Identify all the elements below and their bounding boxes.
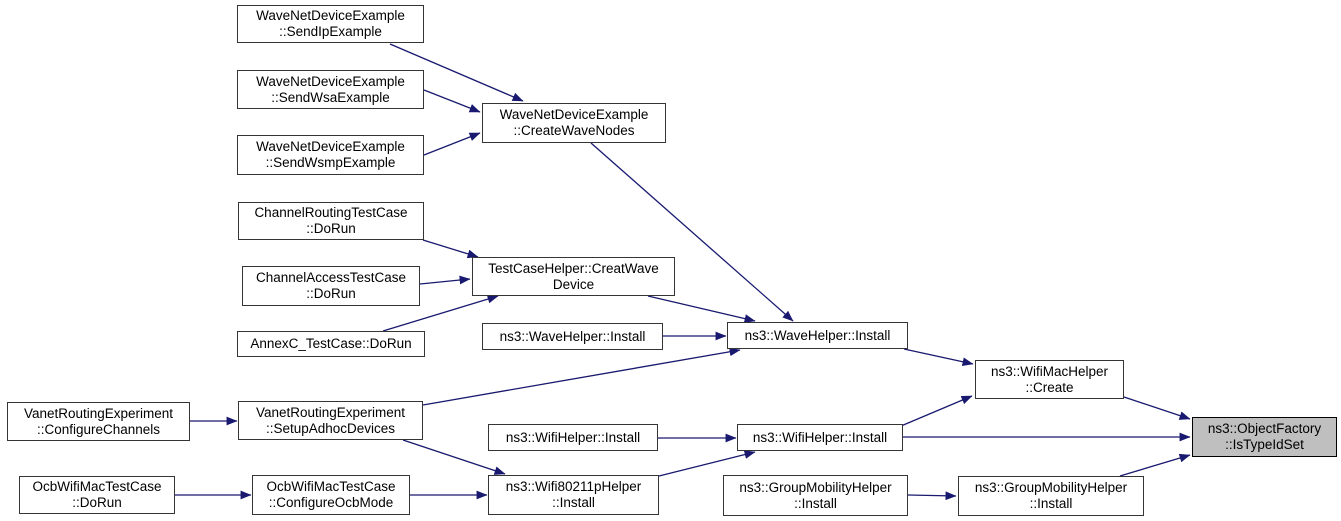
node-label-line: WaveNetDeviceExample — [256, 8, 405, 23]
edge-testcasehelper-creatwavedevice-to-wavehelper-install-b — [647, 295, 756, 323]
node-label-line: ::SetupAdhocDevices — [265, 420, 396, 436]
node-label-line: ::DoRun — [306, 221, 356, 236]
node-vanetrouting-configurechannels[interactable]: VanetRoutingExperiment::ConfigureChannel… — [7, 402, 190, 441]
node-wavenet-sendwsaexample[interactable]: WaveNetDeviceExample::SendWsaExample — [237, 70, 424, 109]
node-label-line: ::Install — [1029, 496, 1073, 511]
edge-vanetrouting-setupadhocdevices-to-wifi80211phelper-install — [402, 439, 506, 475]
node-label-line: ::Create — [1025, 379, 1074, 395]
node-label-line: ns3::WaveHelper::Install — [499, 328, 646, 344]
node-wavehelper-install-b[interactable]: ns3::WaveHelper::Install — [727, 322, 908, 349]
node-label-line: ns3::ObjectFactory — [1207, 421, 1322, 436]
node-wifi80211phelper-install[interactable]: ns3::Wifi80211pHelper::Install — [488, 475, 659, 515]
node-label-line: ns3::Wifi80211pHelper — [505, 479, 642, 494]
node-vanetrouting-setupadhocdevices[interactable]: VanetRoutingExperiment::SetupAdhocDevice… — [238, 401, 423, 440]
node-label-line: OcbWifiMacTestCase — [266, 479, 396, 494]
node-label-line: ::Install — [552, 495, 595, 510]
node-label-line: ns3::GroupMobilityHelper — [974, 480, 1128, 495]
node-groupmobilityhelper-install-a[interactable]: ns3::GroupMobilityHelper::Install — [723, 475, 908, 516]
node-label-line: TestCaseHelper::CreatWave — [488, 260, 659, 276]
node-ocbwifimactestcase-configureocbmode[interactable]: OcbWifiMacTestCase::ConfigureOcbMode — [252, 475, 410, 515]
node-label-line: Device — [552, 276, 595, 292]
node-label-line: ::SendIpExample — [279, 24, 382, 39]
node-label-line: ::DoRun — [306, 286, 356, 301]
node-channelroutingtestcase-dorun[interactable]: ChannelRoutingTestCase::DoRun — [238, 202, 424, 240]
node-label-line: ChannelRoutingTestCase — [254, 205, 408, 220]
edge-channelroutingtestcase-dorun-to-testcasehelper-creatwavedevice — [422, 239, 479, 259]
node-wavenet-createwavenodes[interactable]: WaveNetDeviceExample::CreateWaveNodes — [482, 103, 666, 143]
node-wifihelper-install-a[interactable]: ns3::WifiHelper::Install — [488, 424, 658, 451]
node-label-line: VanetRoutingExperiment — [23, 405, 174, 421]
node-label-line: ::ConfigureChannels — [36, 421, 161, 437]
node-label-line: ChannelAccessTestCase — [255, 270, 407, 285]
edge-wavenet-sendwsmpexample-to-wavenet-createwavenodes — [423, 132, 481, 156]
node-wifihelper-install-b[interactable]: ns3::WifiHelper::Install — [737, 424, 903, 451]
edge-wavenet-createwavenodes-to-wavehelper-install-b — [590, 142, 794, 322]
edge-wifihelper-install-b-to-wifimachelper-create — [900, 395, 973, 427]
node-label-line: ::Install — [794, 495, 837, 511]
node-label-line: ns3::WifiHelper::Install — [752, 429, 888, 445]
node-label-line: ::CreateWaveNodes — [513, 123, 635, 138]
node-label-line: ns3::WifiHelper::Install — [505, 429, 641, 445]
node-label-line: ns3::WaveHelper::Install — [744, 327, 891, 343]
node-label-line: ::DoRun — [72, 495, 122, 510]
edge-wavenet-sendwsaexample-to-wavenet-createwavenodes — [423, 89, 481, 113]
node-channelaccesstestcase-dorun[interactable]: ChannelAccessTestCase::DoRun — [242, 266, 420, 306]
edge-annexc-testcase-dorun-to-testcasehelper-creatwavedevice — [382, 294, 499, 332]
edge-wavehelper-install-b-to-wifimachelper-create — [903, 348, 974, 367]
edge-wifimachelper-create-to-objectfactory-istypeidset — [1123, 396, 1191, 420]
node-ocbwifimactestcase-dorun[interactable]: OcbWifiMacTestCase::DoRun — [19, 476, 175, 514]
edge-groupmobilityhelper-install-a-to-groupmobilityhelper-install-b — [907, 491, 957, 501]
node-label-line: WaveNetDeviceExample — [256, 73, 405, 89]
edge-wavenet-sendipexample-to-wavenet-createwavenodes — [389, 43, 524, 102]
node-objectfactory-istypeidset: ns3::ObjectFactory::IsTypeIdSet — [1192, 417, 1337, 457]
node-label-line: ::ConfigureOcbMode — [268, 495, 394, 510]
node-label-line: WaveNetDeviceExample — [499, 107, 649, 122]
node-wifimachelper-create[interactable]: ns3::WifiMacHelper::Create — [975, 360, 1124, 399]
node-wavehelper-install-a[interactable]: ns3::WaveHelper::Install — [482, 323, 663, 350]
edge-channelaccesstestcase-dorun-to-testcasehelper-creatwavedevice — [419, 275, 471, 285]
node-label-line: ::SendWsmpExample — [265, 155, 396, 170]
edge-wifi80211phelper-install-to-wifihelper-install-b — [658, 450, 756, 477]
node-label-line: ns3::WifiMacHelper — [990, 363, 1109, 379]
edge-groupmobilityhelper-install-b-to-objectfactory-istypeidset — [1119, 453, 1191, 477]
node-label-line: ::IsTypeIdSet — [1225, 437, 1304, 452]
node-label-line: WaveNetDeviceExample — [256, 139, 405, 154]
node-wavenet-sendwsmpexample[interactable]: WaveNetDeviceExample::SendWsmpExample — [237, 135, 424, 175]
node-label-line: VanetRoutingExperiment — [255, 404, 406, 420]
node-label-line: AnnexC_TestCase::DoRun — [250, 336, 412, 351]
node-label-line: OcbWifiMacTestCase — [32, 479, 162, 494]
edge-vanetrouting-setupadhocdevices-to-wavehelper-install-b — [422, 347, 741, 406]
node-annexc-testcase-dorun[interactable]: AnnexC_TestCase::DoRun — [237, 331, 425, 357]
node-label-line: ns3::GroupMobilityHelper — [739, 479, 892, 495]
node-wavenet-sendipexample[interactable]: WaveNetDeviceExample::SendIpExample — [237, 5, 424, 43]
node-groupmobilityhelper-install-b[interactable]: ns3::GroupMobilityHelper::Install — [958, 476, 1144, 516]
node-label-line: ::SendWsaExample — [271, 89, 390, 105]
